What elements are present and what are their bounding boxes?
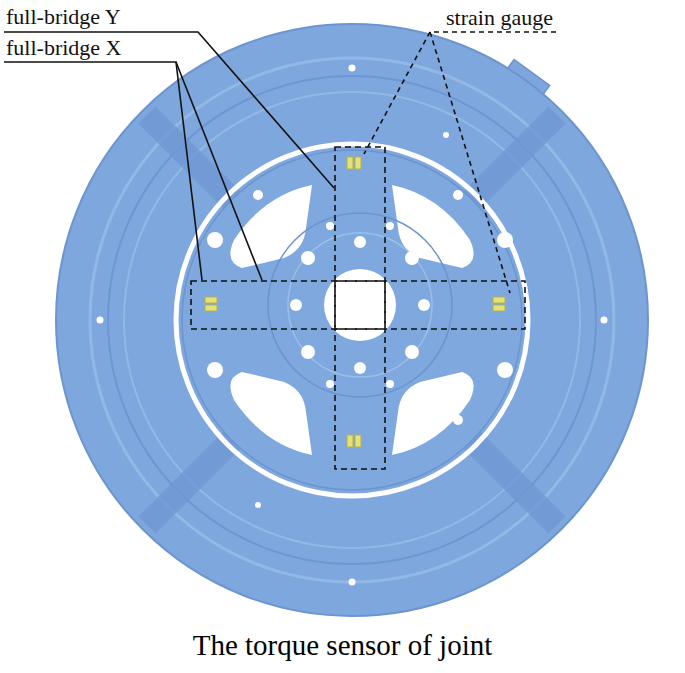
callout-label: full-bridge Y bbox=[6, 6, 121, 28]
bridge-outline bbox=[191, 147, 525, 469]
spokes bbox=[138, 106, 565, 533]
callout-label: strain gauge bbox=[446, 7, 553, 29]
figure-caption: The torque sensor of joint bbox=[193, 631, 493, 660]
outer-ring bbox=[124, 92, 580, 548]
inner-hub bbox=[182, 150, 522, 490]
strain-gauge-symbol bbox=[205, 157, 505, 447]
bolt-holes bbox=[97, 65, 608, 586]
outer-disc bbox=[56, 24, 648, 616]
outer-ring bbox=[108, 76, 596, 564]
outer-ring bbox=[90, 58, 614, 582]
callout-label: full-bridge X bbox=[6, 37, 121, 59]
leader-line bbox=[4, 32, 556, 293]
cutouts bbox=[230, 185, 473, 455]
